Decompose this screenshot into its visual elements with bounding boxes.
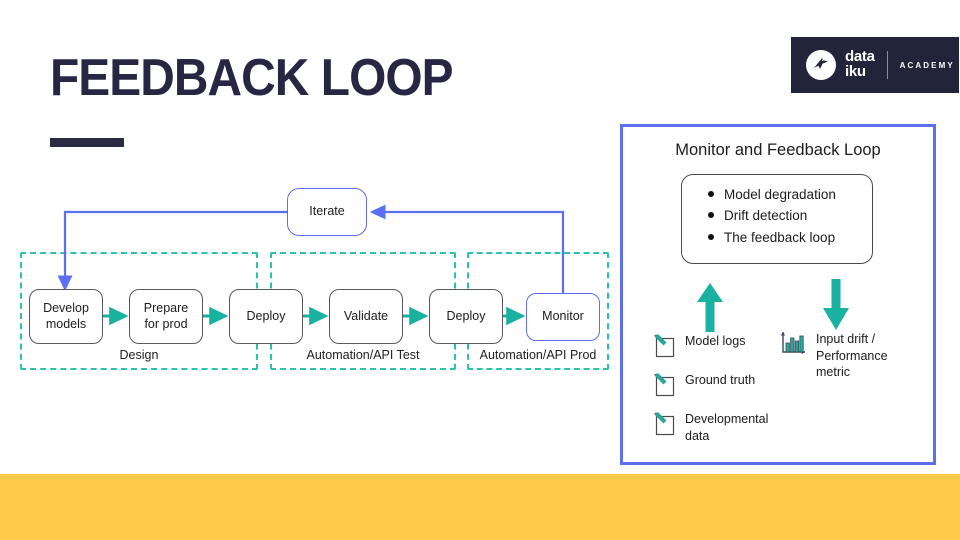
note-pencil-icon (652, 411, 676, 437)
legend-item-model-logs-label: Model logs (685, 334, 746, 348)
panel-bullet-list: Model degradation Drift detection The fe… (682, 184, 872, 248)
note-pencil-icon (652, 372, 676, 398)
logo-academy-label: ACADEMY (899, 60, 955, 70)
zone-design-label: Design (119, 348, 159, 362)
flow-connectors (57, 204, 565, 326)
page-title: FEEDBACK LOOP (50, 49, 454, 107)
flow-node-deploy-test[interactable]: Deploy (229, 289, 303, 344)
panel-title: Monitor and Feedback Loop (675, 141, 881, 159)
flow-node-deploy-test-label: Deploy (246, 308, 286, 323)
flow-node-iterate[interactable]: Iterate (287, 188, 367, 236)
flow-node-monitor[interactable]: Monitor (526, 293, 600, 341)
arrow-down-icon (821, 279, 851, 336)
pipeline-flow-diagram: Design Automation/API Test Automation/AP… (0, 0, 620, 400)
logo-wordmark: data iku (845, 48, 875, 80)
legend-item-model-logs: Model logs (652, 333, 745, 359)
flow-node-validate[interactable]: Validate (329, 289, 403, 344)
dataiku-academy-logo: data iku ACADEMY (791, 37, 959, 93)
list-item: Drift detection (708, 205, 872, 226)
note-pencil-icon (652, 333, 676, 359)
monitor-feedback-panel: Monitor and Feedback Loop Model degradat… (620, 124, 936, 465)
flow-node-monitor-label: Monitor (542, 309, 584, 324)
title-underline-rule (50, 138, 124, 147)
dataiku-bird-icon (806, 50, 836, 80)
list-item: The feedback loop (708, 227, 872, 248)
flow-node-deploy-prod-label: Deploy (446, 308, 486, 323)
legend-item-ground-truth: Ground truth (652, 372, 755, 398)
arrow-up-icon (695, 282, 725, 337)
flow-node-validate-label: Validate (343, 308, 389, 323)
logo-word-line2: iku (845, 63, 866, 80)
footer-color-band (0, 474, 960, 540)
flow-node-deploy-prod[interactable]: Deploy (429, 289, 503, 344)
legend-item-ground-truth-label: Ground truth (685, 373, 756, 387)
logo-word-line1: data (845, 48, 875, 66)
logo-divider (886, 51, 888, 79)
list-item: Model degradation (708, 184, 872, 205)
zone-automation-api-prod-label: Automation/API Prod (479, 348, 597, 362)
flow-node-iterate-label: Iterate (309, 204, 345, 219)
zone-automation-api-test-label: Automation/API Test (306, 348, 420, 362)
bar-chart-icon (779, 331, 807, 357)
panel-bullet-card: Model degradation Drift detection The fe… (681, 174, 873, 264)
